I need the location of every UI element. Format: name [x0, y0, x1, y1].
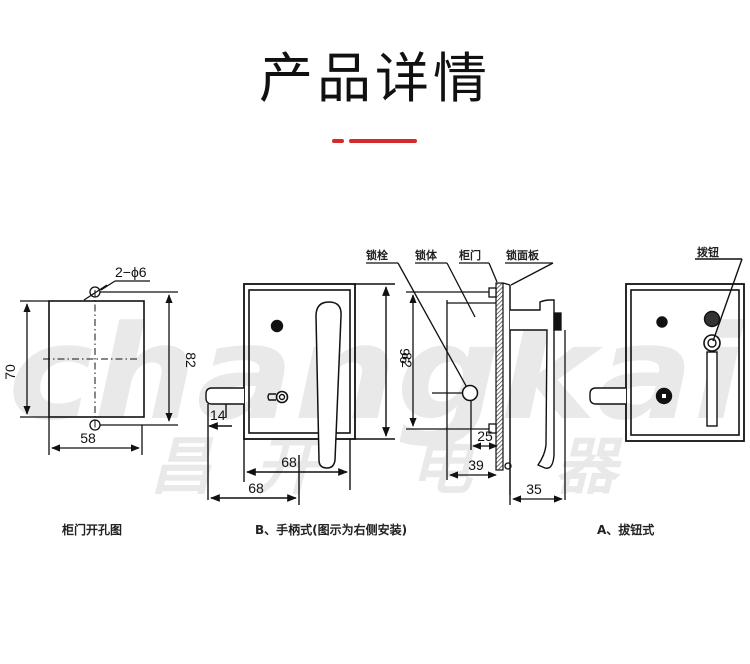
dim-96: 96	[397, 348, 413, 364]
title-accent-bar	[349, 139, 417, 143]
cutout-caption: 柜门开孔图	[61, 522, 122, 537]
watermark-char-2: 开	[255, 430, 326, 503]
dim-68-inner: 68	[281, 454, 297, 470]
dim-35: 35	[526, 481, 542, 497]
title-accent-dot	[332, 139, 344, 143]
dim-39: 39	[468, 457, 484, 473]
dim-70: 70	[2, 364, 18, 380]
knob-icon	[703, 334, 721, 352]
screw-dot-icon	[270, 319, 284, 333]
keyhole-icon	[275, 390, 289, 404]
cabinet-door-section	[495, 282, 504, 471]
handle-type-caption: B、手柄式(图示为右侧安装)	[255, 522, 407, 537]
handle-type-diagram	[205, 283, 395, 505]
dim-25: 25	[477, 428, 493, 444]
label-cabinet-door: 柜门	[458, 248, 481, 262]
dim-68-outer: 68	[248, 480, 264, 496]
side-view-diagram	[366, 262, 566, 505]
page-title: 产品详情	[259, 47, 491, 110]
knob-pivot-icon	[703, 310, 721, 328]
dim-82-side: 82	[399, 352, 415, 368]
cutout-diagram	[20, 280, 178, 455]
label-lock-panel: 锁面板	[506, 248, 540, 262]
dim-14: 14	[210, 407, 226, 423]
watermark-latin: changkai	[8, 297, 746, 449]
screw-dot-icon	[656, 316, 668, 328]
watermark-char-1: 昌	[150, 430, 214, 503]
hole-spec-label: 2−ϕ6	[115, 264, 147, 280]
label-lock-body: 锁体	[415, 248, 438, 262]
dim-58: 58	[80, 430, 96, 446]
label-knob: 拨钮	[697, 245, 719, 259]
watermark-char-4: 器	[555, 430, 623, 503]
lock-bolt-icon	[461, 384, 479, 402]
label-lock-bolt: 锁栓	[366, 248, 388, 262]
knob-type-diagram	[589, 258, 745, 442]
watermark-char-3: 电	[410, 430, 476, 503]
knob-type-caption: A、拔钮式	[597, 522, 654, 537]
dim-82-cutout: 82	[183, 352, 199, 368]
watermark: changkai 昌 开 电 器	[8, 297, 746, 503]
handle-lever	[315, 301, 342, 469]
